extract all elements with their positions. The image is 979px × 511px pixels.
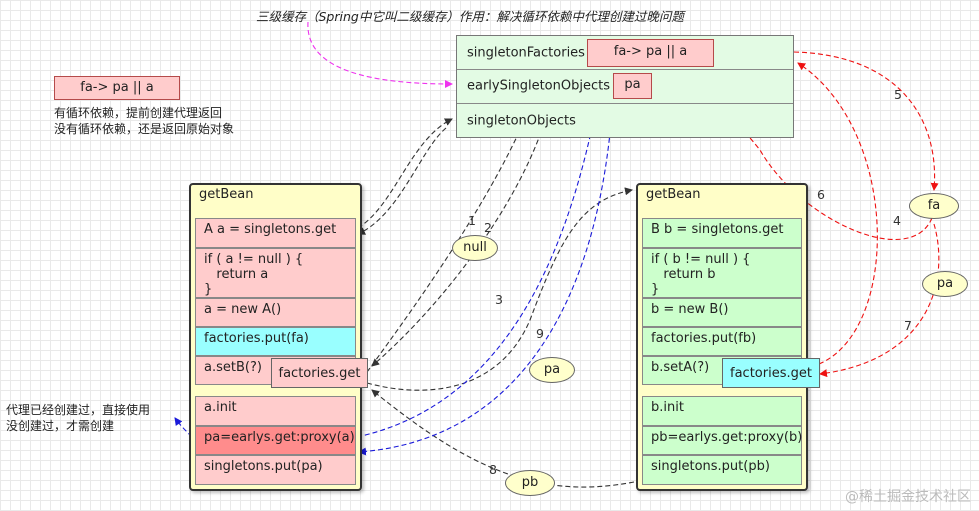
b-row-earlys-get: pb=earlys.get:proxy(b): [642, 426, 802, 455]
ellipse-fa: fa: [909, 193, 959, 219]
b-row-factories-put: factories.put(fb): [642, 327, 802, 356]
early-value: pa: [613, 73, 652, 99]
ellipse-pb: pb: [505, 470, 555, 496]
a-row-factories-put: factories.put(fa): [195, 327, 356, 356]
step3-connector: [366, 187, 633, 391]
proxy-note-line-1: 代理已经创建过，直接使用: [6, 403, 151, 417]
step-7: 7: [904, 318, 912, 333]
legend-line-1: 有循环依赖，提前创建代理返回: [54, 106, 223, 120]
a-row-singletons-get: A a = singletons.get: [195, 218, 356, 248]
a-factories-get: factories.get: [271, 358, 368, 388]
get-bean-a-title: getBean: [199, 187, 254, 202]
step-4: 4: [893, 213, 901, 228]
title-to-early-connector: [307, 21, 453, 88]
b-factories-get: factories.get: [722, 358, 820, 388]
a-get-to-singleton-objects-connector: [357, 118, 453, 229]
proxy-note-line-2: 没创建过，才需创建: [6, 419, 115, 433]
early-to-proxy-connector: [358, 97, 614, 456]
early-singleton-objects-row: earlySingletonObjects pa: [457, 69, 793, 104]
diagram-title: 三级缓存（Spring中它叫二级缓存）作用：解决循环依赖中代理创建过晚问题: [256, 9, 684, 24]
ellipse-pa-mid: pa: [529, 357, 575, 383]
early-singleton-objects-label: earlySingletonObjects: [467, 78, 610, 94]
step-8: 8: [489, 462, 497, 477]
watermark: @稀土掘金技术社区: [845, 489, 971, 505]
singleton-factories-label: singletonFactories: [467, 45, 585, 60]
singleton-objects-to-a-get-connector: [357, 127, 447, 235]
step5-connector: [793, 51, 939, 191]
b-row-init: b.init: [642, 396, 802, 426]
singleton-objects-label: singletonObjects: [467, 113, 576, 128]
singleton-objects-row: singletonObjects: [457, 103, 793, 138]
step4-connector: [797, 62, 878, 365]
step-2: 2: [484, 220, 492, 235]
a-row-null-check: if ( a != null ) { return a }: [195, 248, 356, 298]
step7-connector: [819, 223, 940, 378]
b-row-singletons-get: B b = singletons.get: [642, 218, 802, 248]
step-1: 1: [468, 213, 476, 228]
ellipse-null: null: [452, 235, 498, 261]
legend-line-2: 没有循环依赖，还是返回原始对象: [54, 122, 235, 136]
step-3: 3: [495, 292, 503, 307]
step-9: 9: [536, 326, 544, 341]
singleton-factories-value: fa-> pa || a: [587, 39, 714, 67]
step-6: 6: [817, 187, 825, 202]
step9-connector: [356, 97, 601, 438]
legend-factory-box: fa-> pa || a: [54, 76, 180, 100]
singleton-factories-row: singletonFactories fa-> pa || a: [457, 36, 793, 70]
b-row-new: b = new B(): [642, 298, 802, 327]
get-bean-b-title: getBean: [646, 187, 701, 202]
b-row-singletons-put: singletons.put(pb): [642, 455, 802, 485]
get-bean-a: getBean A a = singletons.get if ( a != n…: [189, 183, 362, 491]
cache-table: singletonFactories fa-> pa || a earlySin…: [456, 35, 794, 138]
get-bean-b: getBean B b = singletons.get if ( b != n…: [636, 183, 808, 491]
a-row-init: a.init: [195, 396, 356, 426]
a-row-new: a = new A(): [195, 298, 356, 327]
b-row-null-check: if ( b != null ) { return b }: [642, 248, 802, 298]
ellipse-pa-right: pa: [922, 271, 968, 297]
step8-connector: [371, 389, 635, 488]
step-5: 5: [894, 87, 902, 102]
a-row-singletons-put: singletons.put(pa): [195, 455, 356, 485]
a-row-earlys-get: pa=earlys.get:proxy(a): [195, 426, 356, 455]
